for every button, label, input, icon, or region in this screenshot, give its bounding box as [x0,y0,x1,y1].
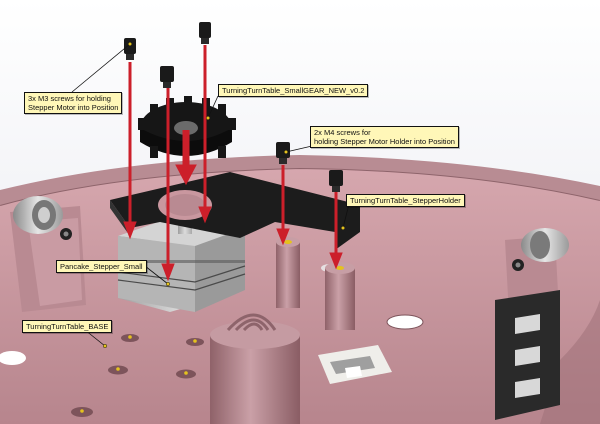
front-bracket [318,345,392,384]
callout-stepper-motor: Pancake_Stepper_Small [56,260,147,273]
callout-stepper-holder: TurningTurnTable_StepperHolder [346,194,465,207]
screws [124,22,343,192]
callout-small-gear: TurningTurnTable_SmallGEAR_NEW_v0.2 [218,84,369,97]
callout-m4-screws-line-2: holding Stepper Motor Holder into Positi… [314,137,455,146]
assembly-arrows [123,45,343,282]
callout-small-gear-text: TurningTurnTable_SmallGEAR_NEW_v0.2 [222,86,365,95]
callout-m4-screws: 2x M4 screws for holding Stepper Motor H… [310,126,459,148]
callout-m3-screws-line-1: 3x M3 screws for holding [28,94,111,103]
leader-dots [102,41,346,349]
base-holes [0,264,424,417]
m4-screw-posts [276,237,355,330]
callout-base: TurningTurnTable_BASE [22,320,113,333]
callout-stepper-holder-text: TurningTurnTable_StepperHolder [350,196,461,205]
left-bearing-bracket [10,196,86,312]
callout-m3-screws-line-2: Stepper Motor into Position [28,103,119,112]
callout-stepper-motor-text: Pancake_Stepper_Small [60,262,143,271]
callout-base-text: TurningTurnTable_BASE [26,322,109,331]
center-shaft-boss [210,313,300,424]
side-mount [495,290,560,420]
callout-m4-screws-line-1: 2x M4 screws for [314,128,371,137]
stepper-holder [110,172,360,250]
callout-m3-screws: 3x M3 screws for holding Stepper Motor i… [24,92,123,114]
